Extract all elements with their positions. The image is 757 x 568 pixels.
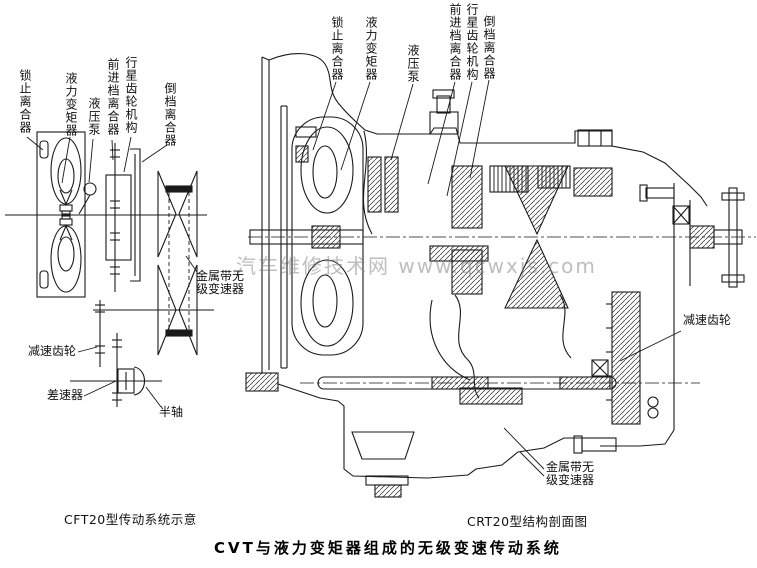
- label-right-reduction-gear: 减速齿轮: [683, 313, 732, 327]
- oil-pump-body: [367, 156, 382, 213]
- label-right-planetary-gear: 行星齿轮机构: [465, 3, 479, 81]
- label-left-forward-clutch: 前进档离合器: [106, 58, 120, 136]
- bottom-bolt: [581, 437, 617, 452]
- label-right-lockup-clutch: 锁止离合器: [330, 16, 344, 81]
- label-left-differential: 差速器: [47, 388, 84, 402]
- planetary-gearset: [573, 167, 613, 197]
- label-left-metal-belt-cvt: 金属带无 级变速器: [196, 269, 245, 296]
- housing-bottom-outline: [277, 383, 582, 479]
- output-flange: [728, 187, 738, 288]
- flange-foot: [245, 372, 279, 392]
- label-left-half-shaft: 半轴: [159, 405, 184, 419]
- converter-torus-bottom: [50, 225, 82, 293]
- left-diagram-caption: CFT20型传动系统示意: [64, 512, 197, 527]
- oil-pan-baffle: [351, 431, 415, 460]
- reverse-clutch-bracket: [130, 148, 141, 282]
- label-left-hydraulic-pump: 液压泵: [87, 97, 101, 136]
- label-right-reverse-clutch: 倒档离合器: [482, 15, 496, 80]
- right-diagram-leader-lines: [312, 79, 682, 477]
- figure-title: CVT与液力变矩器组成的无级变速传动系统: [214, 539, 562, 557]
- lockup-pad-top: [39, 140, 49, 159]
- primary-pulley: [157, 170, 177, 258]
- label-left-lockup-clutch: 锁止离合器: [18, 69, 32, 134]
- lockup-clutch-pad: [295, 145, 309, 163]
- primary-pulley-section: [504, 165, 569, 236]
- right-diagram-cross-section: [245, 53, 756, 498]
- bearing-block: [672, 205, 690, 225]
- right-diagram-caption: CRT20型结构剖面图: [467, 514, 588, 529]
- lockup-pad-bottom: [39, 270, 49, 289]
- bearing-block-2: [591, 359, 609, 377]
- planetary-box: [105, 174, 132, 261]
- label-left-planetary-gear: 行星齿轮机构: [124, 56, 138, 134]
- label-right-torque-converter: 液力变矩器: [364, 16, 378, 81]
- label-left-reduction-gear: 减速齿轮: [28, 344, 77, 358]
- label-right-metal-belt-cvt: 金属带无 级变速器: [546, 460, 595, 487]
- torque-converter-box: [36, 131, 86, 298]
- label-left-reverse-clutch: 倒档离合器: [163, 82, 177, 147]
- housing-top-outline: [268, 53, 708, 207]
- label-right-forward-clutch: 前进档离合器: [448, 3, 462, 81]
- left-diagram-schematic: [5, 131, 214, 407]
- belt-band-bottom: [165, 329, 193, 337]
- label-right-hydraulic-pump: 液压泵: [406, 44, 420, 83]
- converter-torus-top: [50, 137, 82, 205]
- pump-symbol: [83, 182, 97, 196]
- belt-band-top: [165, 185, 193, 193]
- label-left-torque-converter: 液力变矩器: [64, 72, 78, 137]
- left-diagram-leader-lines: [26, 136, 198, 408]
